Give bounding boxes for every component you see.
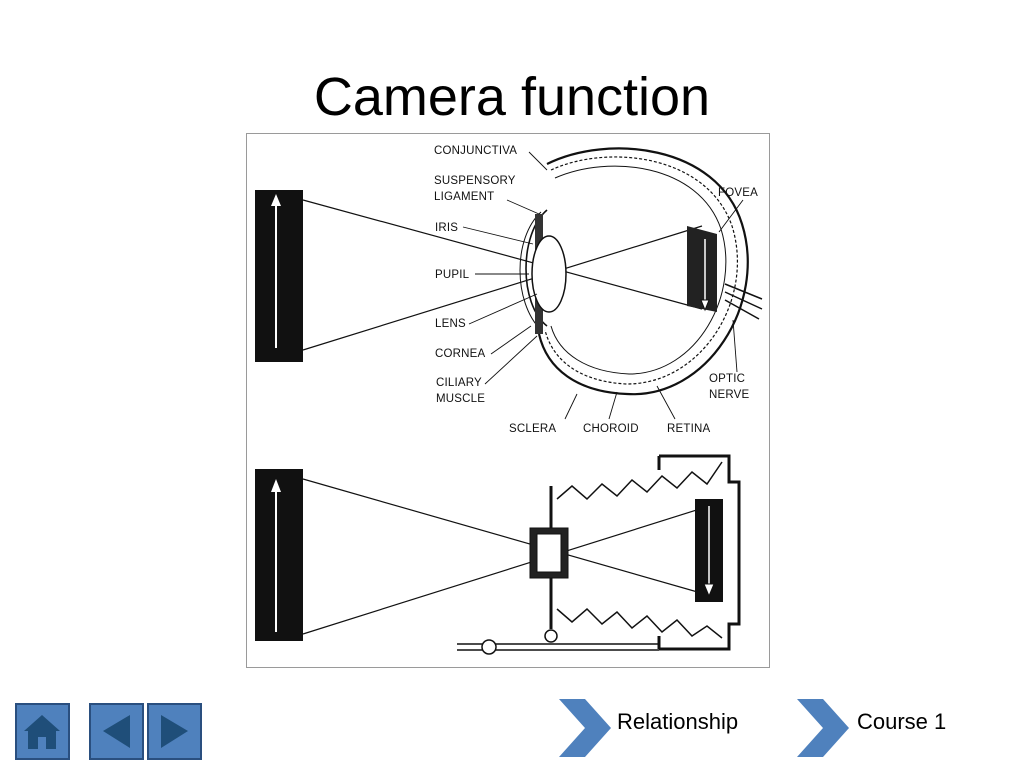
eyeball [519,147,763,396]
diagram-drawing: CONJUNCTIVA SUSPENSORY LIGAMENT IRIS PUP… [255,145,763,655]
label-nerve: NERVE [709,389,750,401]
label-pupil: PUPIL [435,269,470,281]
label-lens: LENS [435,318,466,330]
triangle-right-icon [161,715,188,748]
chevron-right-icon [559,699,611,757]
camera-object-arrow [255,469,303,641]
relationship-link[interactable]: Relationship [557,697,757,759]
home-button[interactable] [15,703,70,760]
eye-object-arrow [255,190,303,362]
label-suspensory: SUSPENSORY [434,175,516,187]
triangle-left-icon [103,715,130,748]
label-fovea: FOVEA [718,187,758,199]
previous-slide-button[interactable] [89,703,144,760]
slide-title: Camera function [313,67,711,127]
home-icon [24,715,60,749]
label-conjunctiva: CONJUNCTIVA [434,145,517,157]
label-choroid: CHOROID [583,423,639,435]
label-optic: OPTIC [709,373,745,385]
eye-light-rays [302,199,703,351]
label-retina: RETINA [667,423,711,435]
label-sclera: SCLERA [509,423,556,435]
eye-camera-diagram: CONJUNCTIVA SUSPENSORY LIGAMENT IRIS PUP… [246,133,770,668]
label-muscle: MUSCLE [436,393,485,405]
chevron-right-icon [797,699,849,757]
course-1-link-label: Course 1 [857,709,947,734]
label-leaders [462,151,744,420]
camera-body [457,454,741,655]
camera-light-rays [302,478,723,635]
label-cornea: CORNEA [435,348,486,360]
relationship-link-label: Relationship [617,709,739,734]
next-slide-button[interactable] [147,703,202,760]
label-ligament: LIGAMENT [434,191,494,203]
label-ciliary: CILIARY [436,377,482,389]
label-iris: IRIS [435,222,458,234]
course-1-link[interactable]: Course 1 [795,697,955,759]
